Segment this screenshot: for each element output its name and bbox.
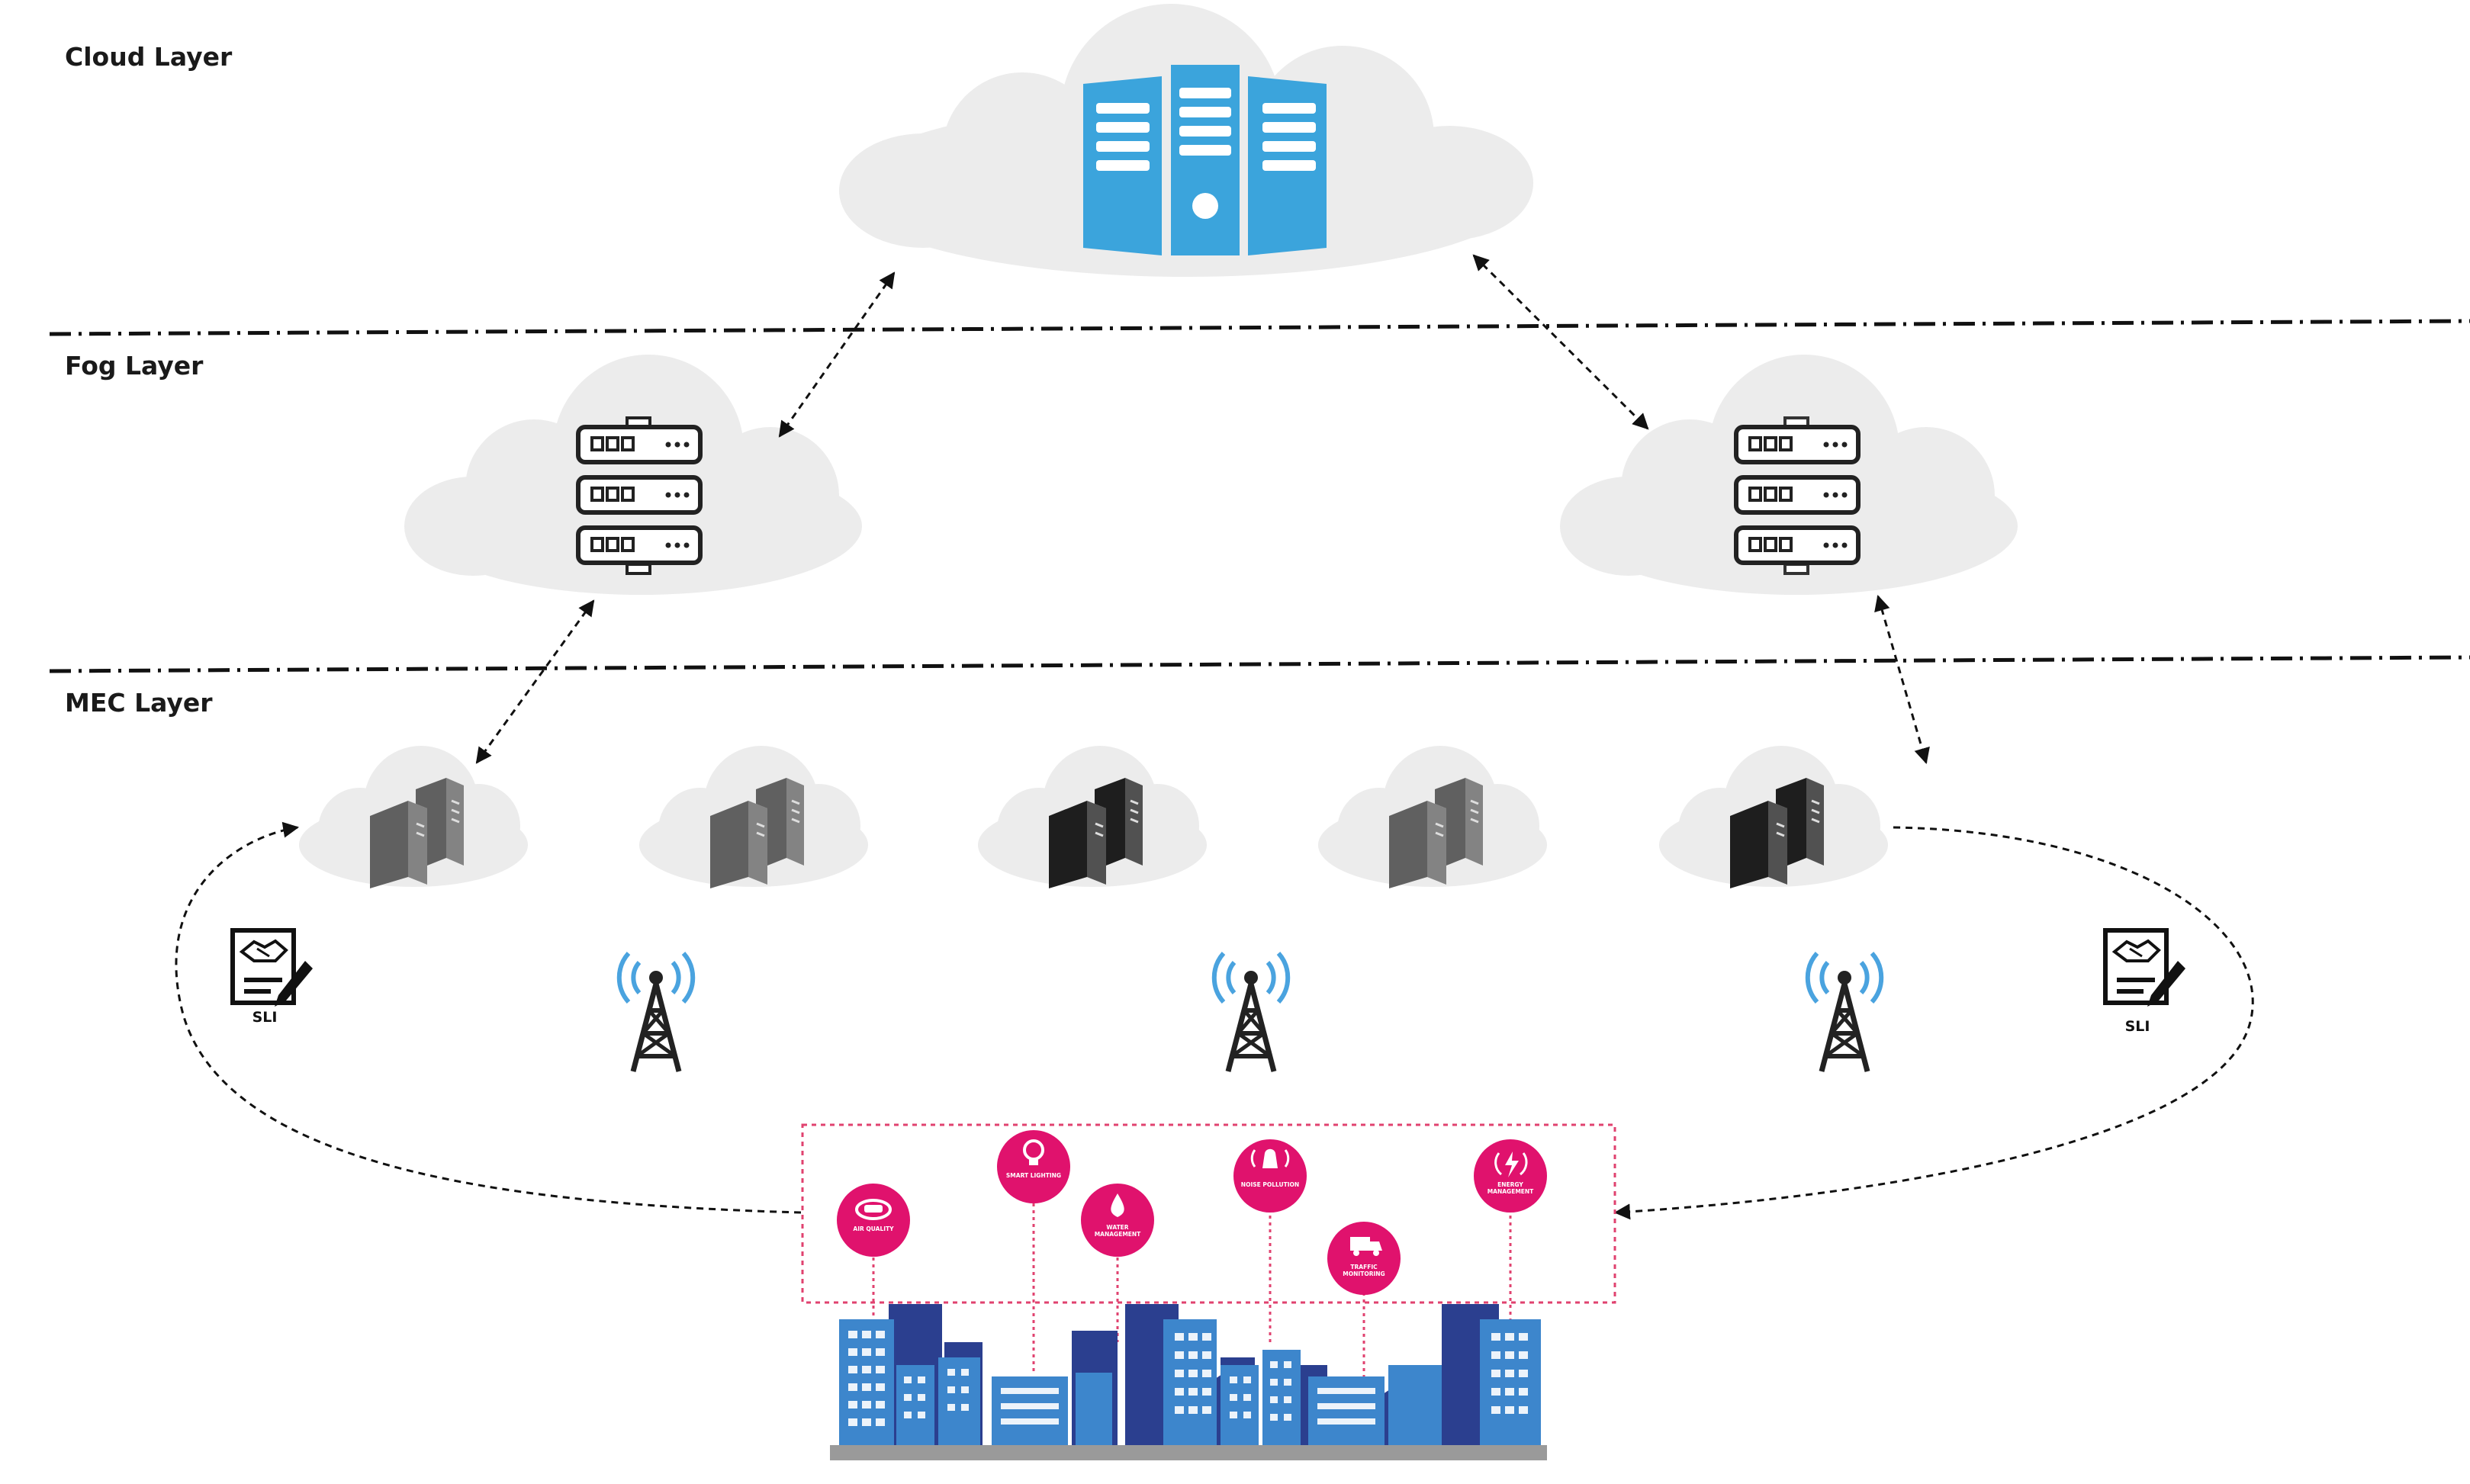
mec-node-5 xyxy=(1659,746,1888,890)
fog-mec-link-left xyxy=(475,599,595,764)
mec-layer-label: MEC Layer xyxy=(65,688,213,718)
energy-management-bubble xyxy=(1474,1139,1547,1213)
service-drop-lines xyxy=(872,1190,1512,1388)
stacked-server-icon xyxy=(1736,416,1858,575)
mec-node-4 xyxy=(1318,746,1547,890)
mec-loop-left xyxy=(175,821,802,1214)
cloud-layer-label: Cloud Layer xyxy=(65,42,233,72)
sli-label-left: SLI xyxy=(252,1009,278,1026)
contract-handshake-icon xyxy=(233,930,313,1007)
mec-node-1 xyxy=(299,746,528,890)
car-cloud-icon xyxy=(855,1199,892,1220)
cell-tower-icon xyxy=(619,953,693,1071)
fog-node-left xyxy=(404,355,862,595)
services-box xyxy=(801,1123,1616,1304)
cloud-fog-link-left xyxy=(778,271,896,438)
cell-tower-icon xyxy=(1214,953,1288,1071)
traffic-monitoring-label: TRAFFIC MONITORING xyxy=(1343,1264,1385,1277)
contract-handshake-icon xyxy=(2105,930,2185,1007)
traffic-monitoring-bubble xyxy=(1327,1222,1401,1295)
stacked-server-icon xyxy=(578,416,700,575)
energy-management-label: ENERGY MANAGEMENT xyxy=(1487,1181,1534,1195)
fog-node-right xyxy=(1560,355,2018,595)
mec-node-2 xyxy=(639,746,868,890)
mec-loop-right xyxy=(1613,826,2254,1220)
truck-icon xyxy=(1350,1237,1382,1256)
light-bulb-icon xyxy=(1023,1139,1044,1165)
sli-label-right: SLI xyxy=(2124,1018,2150,1035)
bell-icon xyxy=(1250,1148,1290,1168)
cloud-fog-link-right xyxy=(1472,254,1649,430)
server-rack-icon xyxy=(1083,65,1327,255)
cloud-datacenter xyxy=(839,4,1533,277)
air-quality-label: AIR QUALITY xyxy=(853,1225,894,1232)
service-bubbles xyxy=(837,1130,1547,1295)
water-management-label: WATER MANAGEMENT xyxy=(1094,1224,1141,1238)
city-skyline xyxy=(830,1304,1547,1460)
smart-lighting-bubble xyxy=(997,1130,1070,1203)
fog-mec-link-right xyxy=(1874,594,1930,765)
noise-pollution-label: NOISE POLLUTION xyxy=(1240,1181,1300,1188)
cell-tower-icon xyxy=(1808,953,1881,1071)
water-drop-icon xyxy=(1111,1193,1124,1217)
fog-layer-label: Fog Layer xyxy=(65,351,204,381)
cloud-fog-separator xyxy=(49,319,2470,336)
fog-mec-separator xyxy=(49,655,2470,673)
smart-lighting-label: SMART LIGHTING xyxy=(1005,1172,1062,1179)
water-management-bubble xyxy=(1081,1184,1154,1257)
energy-icon xyxy=(1494,1152,1528,1177)
mec-node-3 xyxy=(978,746,1207,890)
